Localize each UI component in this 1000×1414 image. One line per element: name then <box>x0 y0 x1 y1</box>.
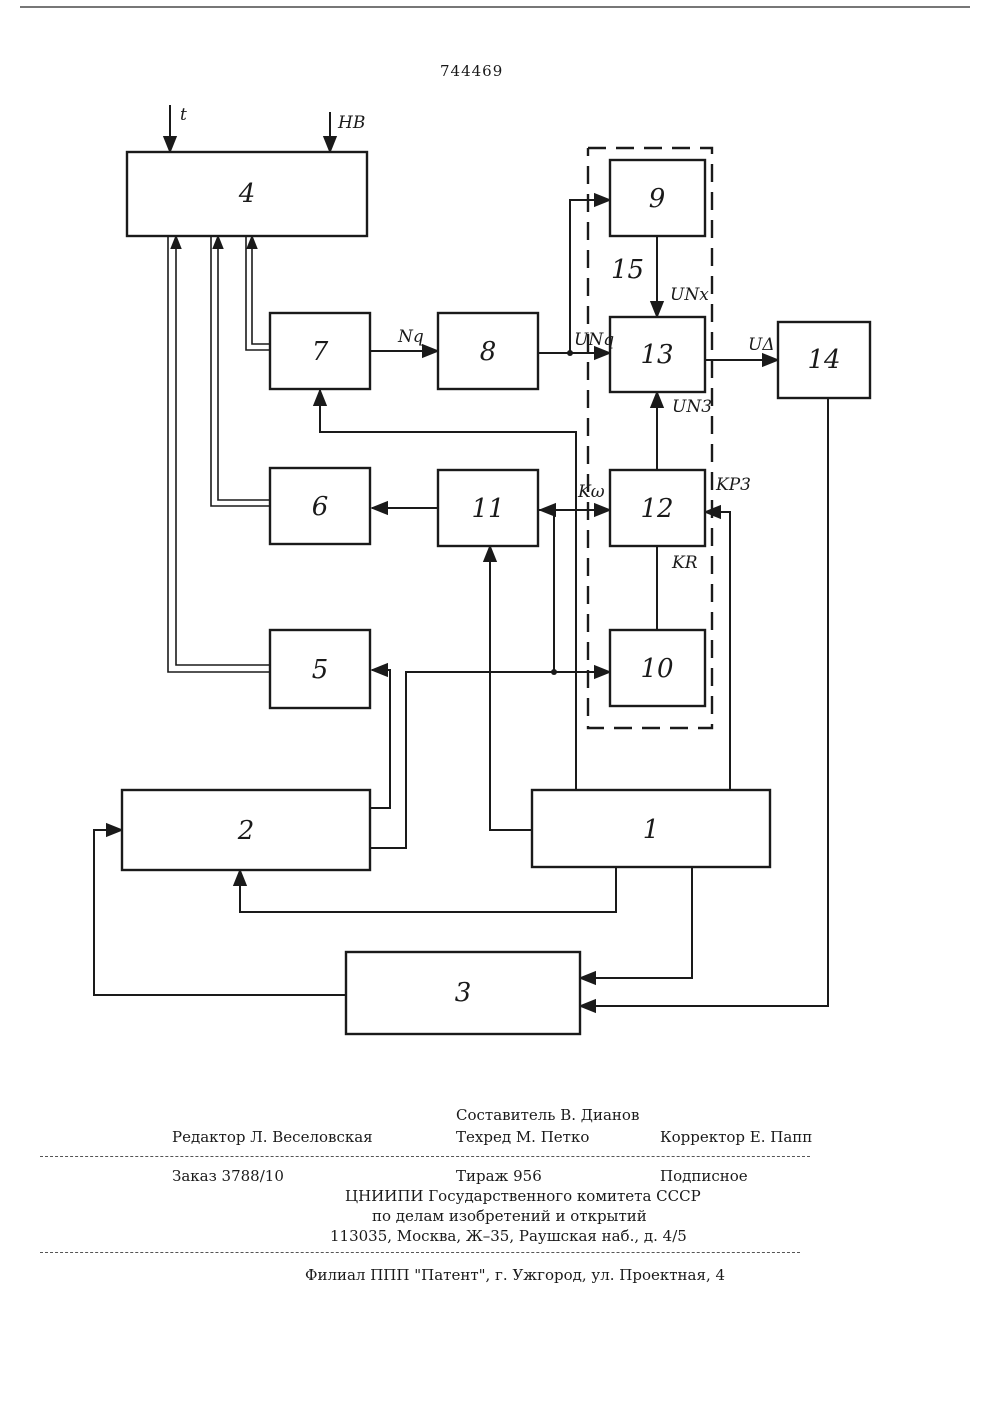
signal-nq-label: Nq <box>397 327 424 347</box>
signal-t-label: t <box>180 105 187 125</box>
wire-6-to-4-b <box>211 236 270 506</box>
footer-org-line-2: по делам изобретений и открытий <box>372 1207 647 1225</box>
wire-tap-to-11 <box>540 510 554 672</box>
block-8: 8 <box>438 313 538 389</box>
footer-corrector: Корректор Е. Папп <box>660 1128 812 1146</box>
footer-branch: Филиал ППП "Патент", г. Ужгород, ул. Про… <box>305 1266 725 1284</box>
footer-rule-2 <box>40 1252 800 1253</box>
signal-kr-label: KR <box>671 553 698 573</box>
wire-1-to-3 <box>580 867 692 978</box>
signal-un3-label: UN3 <box>672 397 712 417</box>
block-4-label: 4 <box>238 179 256 209</box>
block-9: 9 <box>610 160 705 236</box>
wire-5-to-4 <box>176 236 270 665</box>
block-10-label: 10 <box>640 654 673 684</box>
block-2-label: 2 <box>237 816 255 846</box>
block-6-label: 6 <box>312 492 329 522</box>
wire-7-to-4-b <box>246 236 270 350</box>
footer-rule-1 <box>40 1156 810 1157</box>
block-3-label: 3 <box>455 978 472 1008</box>
wire-1-to-7 <box>320 390 576 790</box>
block-12: 12 <box>610 470 705 546</box>
block-5: 5 <box>270 630 370 708</box>
block-12-label: 12 <box>640 494 673 524</box>
block-1-label: 1 <box>643 815 660 845</box>
footer-order: Заказ 3788/10 <box>172 1167 284 1185</box>
group-15-label: 15 <box>611 255 644 285</box>
wire-6-to-4 <box>218 236 270 500</box>
wire-7-to-4 <box>252 236 270 344</box>
wire-1-to-11 <box>490 546 532 830</box>
block-11-label: 11 <box>471 494 504 524</box>
block-14: 14 <box>778 322 870 398</box>
junction-8 <box>567 350 573 356</box>
signal-hb-label: HB <box>337 113 365 133</box>
block-13: 13 <box>610 317 705 392</box>
footer-address: 113035, Москва, Ж–35, Раушская наб., д. … <box>330 1227 687 1245</box>
block-9-label: 9 <box>649 184 666 214</box>
block-4: 4 <box>127 152 367 236</box>
footer-editor: Редактор Л. Веселовская <box>172 1128 373 1146</box>
block-13-label: 13 <box>640 340 673 370</box>
block-7: 7 <box>270 313 370 389</box>
footer-circulation: Тираж 956 <box>456 1167 542 1185</box>
block-7-label: 7 <box>312 337 329 367</box>
block-5-label: 5 <box>312 655 329 685</box>
junction-10 <box>551 669 557 675</box>
footer-org-line-1: ЦНИИПИ Государственного комитета СССР <box>345 1187 701 1205</box>
block-11: 11 <box>438 470 538 546</box>
block-3: 3 <box>346 952 580 1034</box>
block-2: 2 <box>122 790 370 870</box>
block-8-label: 8 <box>480 337 497 367</box>
signal-unq-label: UNq <box>574 330 614 350</box>
block-10: 10 <box>610 630 705 706</box>
block-14-label: 14 <box>807 345 840 375</box>
signal-ua-label: UΔ <box>748 335 775 355</box>
footer-compiler: Составитель В. Дианов <box>456 1106 639 1124</box>
block-6: 6 <box>270 468 370 544</box>
wire-1-to-12 <box>705 512 730 790</box>
signal-kw-label: Kω <box>577 482 605 502</box>
block-1: 1 <box>532 790 770 867</box>
footer-techred: Техред М. Петко <box>456 1128 589 1146</box>
wire-2-to-5 <box>370 670 390 808</box>
footer-subscription: Подписное <box>660 1167 748 1185</box>
wire-1-to-2 <box>240 867 616 912</box>
wire-5-to-4-b <box>168 236 270 672</box>
signal-kp3-label: KP3 <box>715 475 751 495</box>
signal-unx-label: UNx <box>670 285 709 305</box>
